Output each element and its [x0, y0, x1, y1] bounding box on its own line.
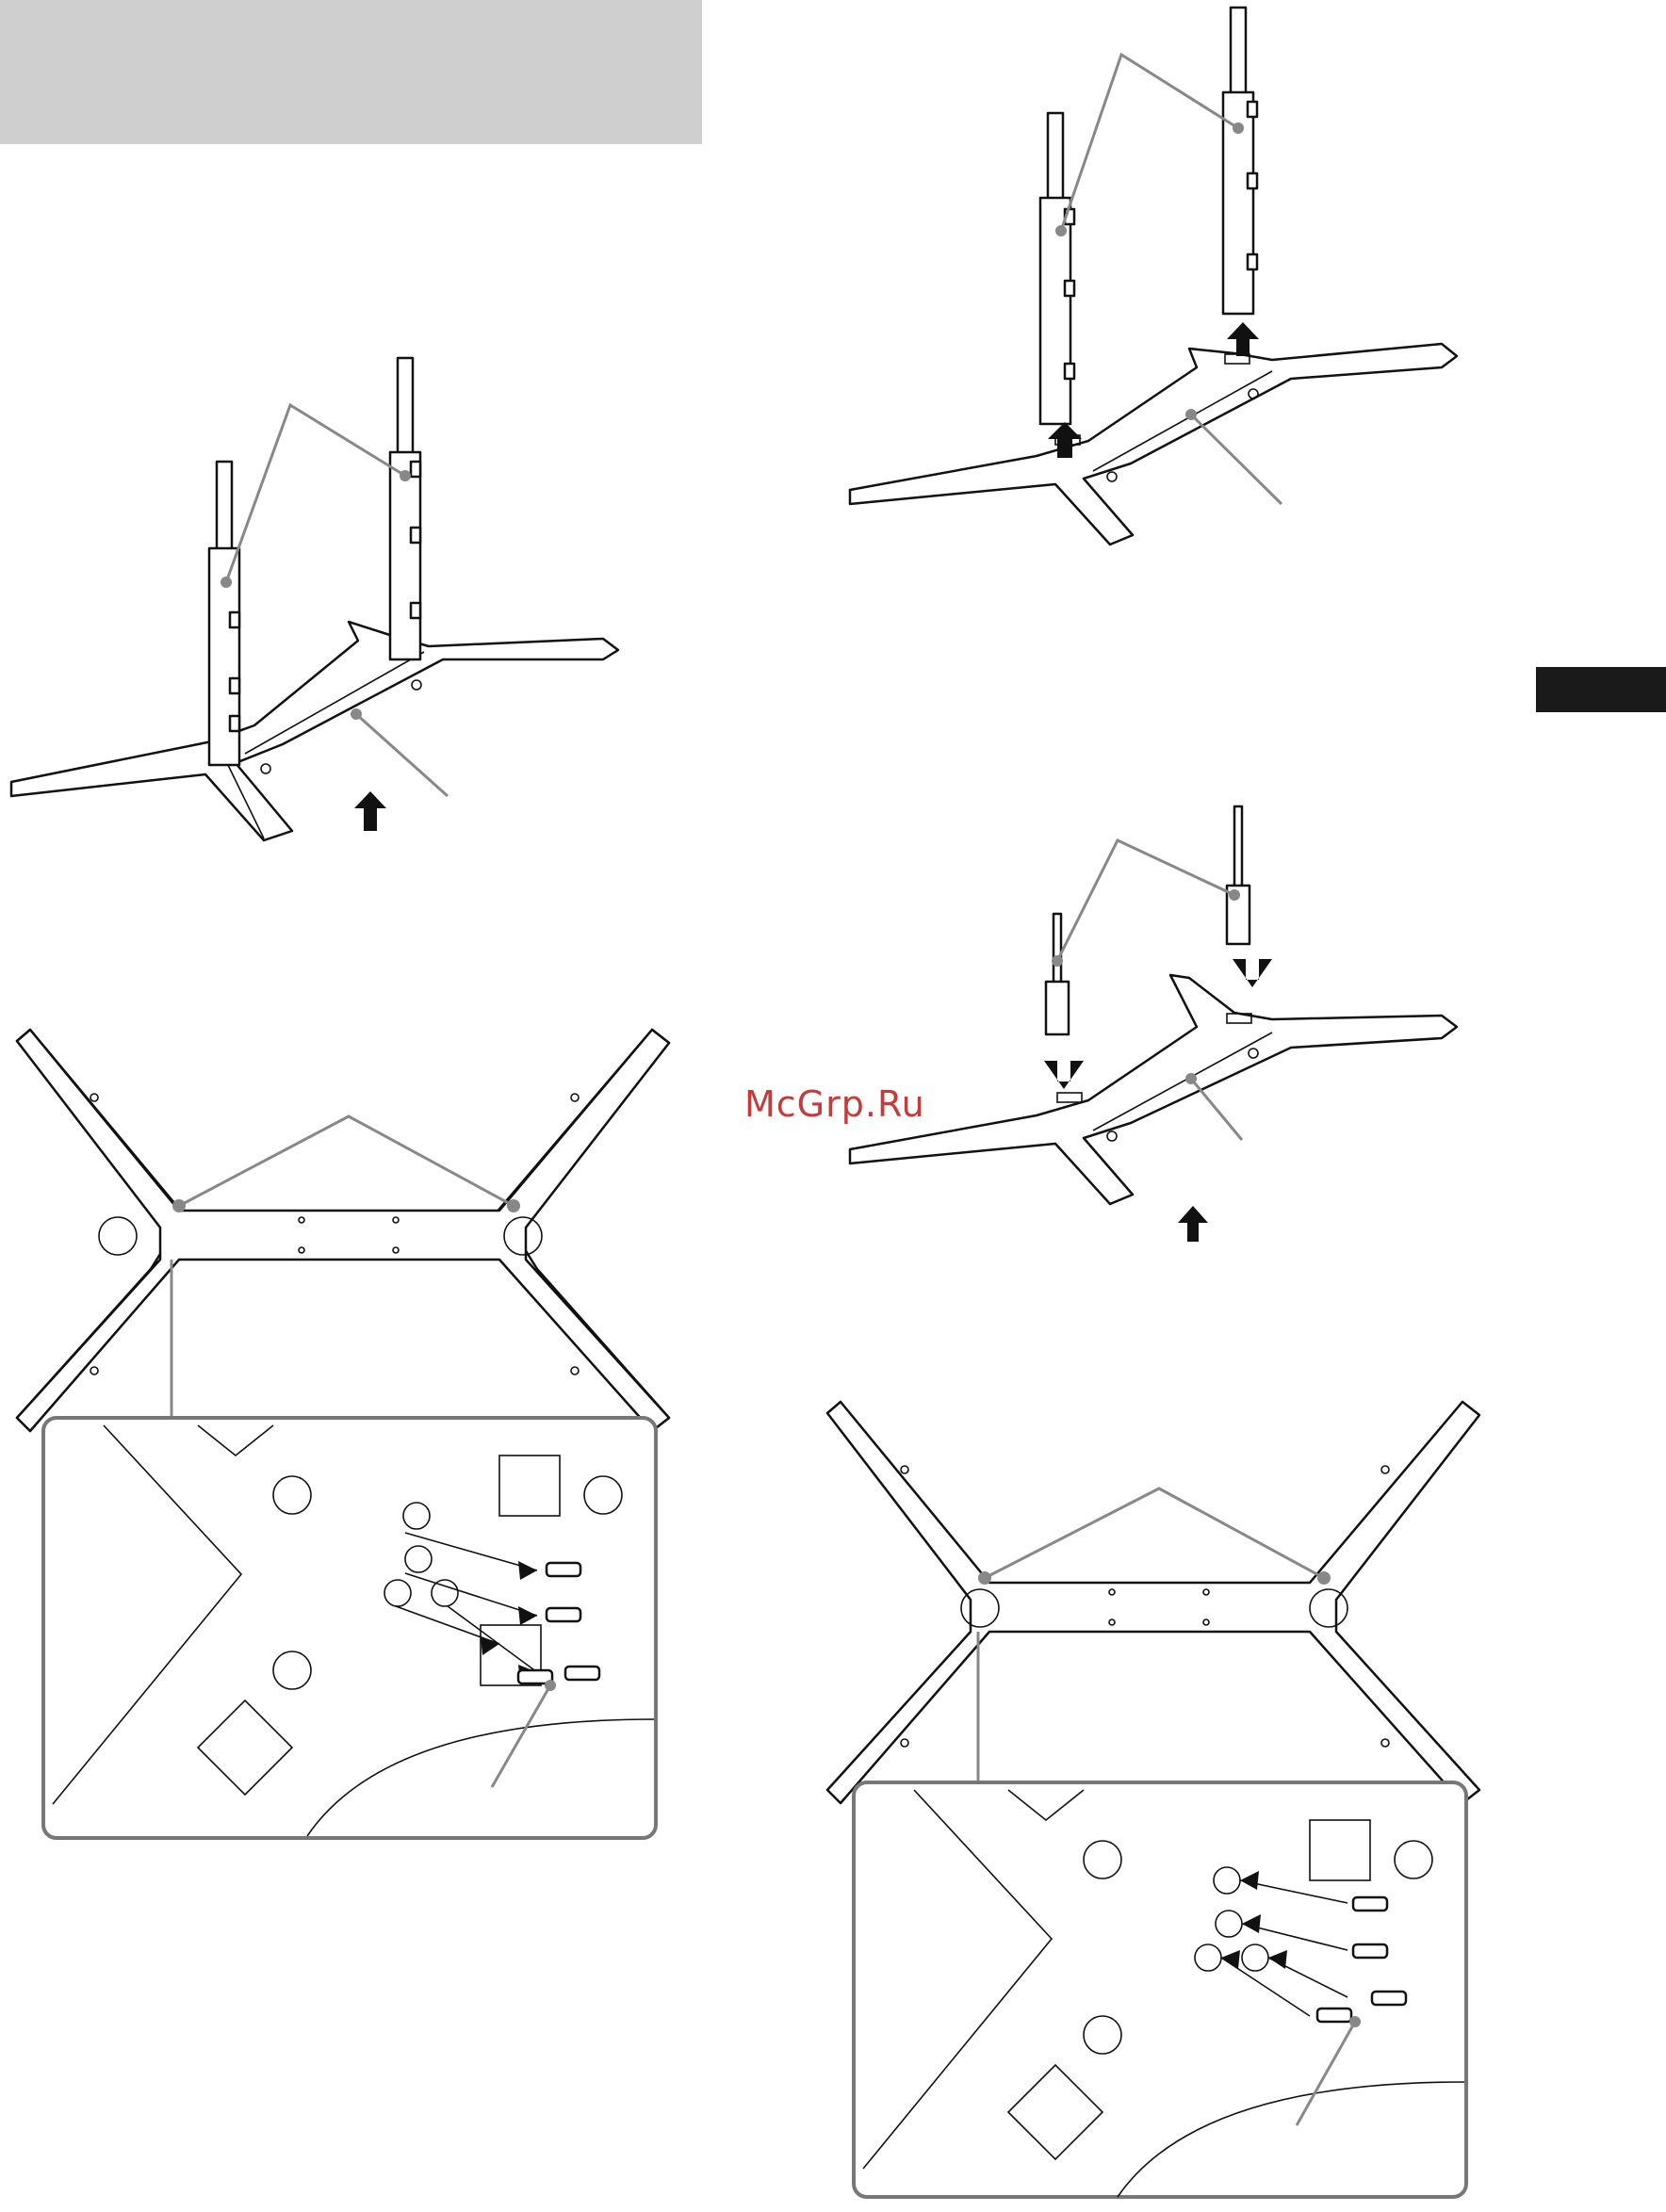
figure-short-columns-inserted	[839, 801, 1479, 1253]
figure-columns-removed	[839, 0, 1479, 565]
section-title-box	[0, 0, 702, 144]
figure-stand-with-columns	[0, 339, 660, 886]
section-tab-marker	[1536, 667, 1666, 712]
figure-base-bottom-view-2	[820, 1394, 1498, 2204]
figure-base-bottom-view-1	[9, 1022, 688, 1842]
